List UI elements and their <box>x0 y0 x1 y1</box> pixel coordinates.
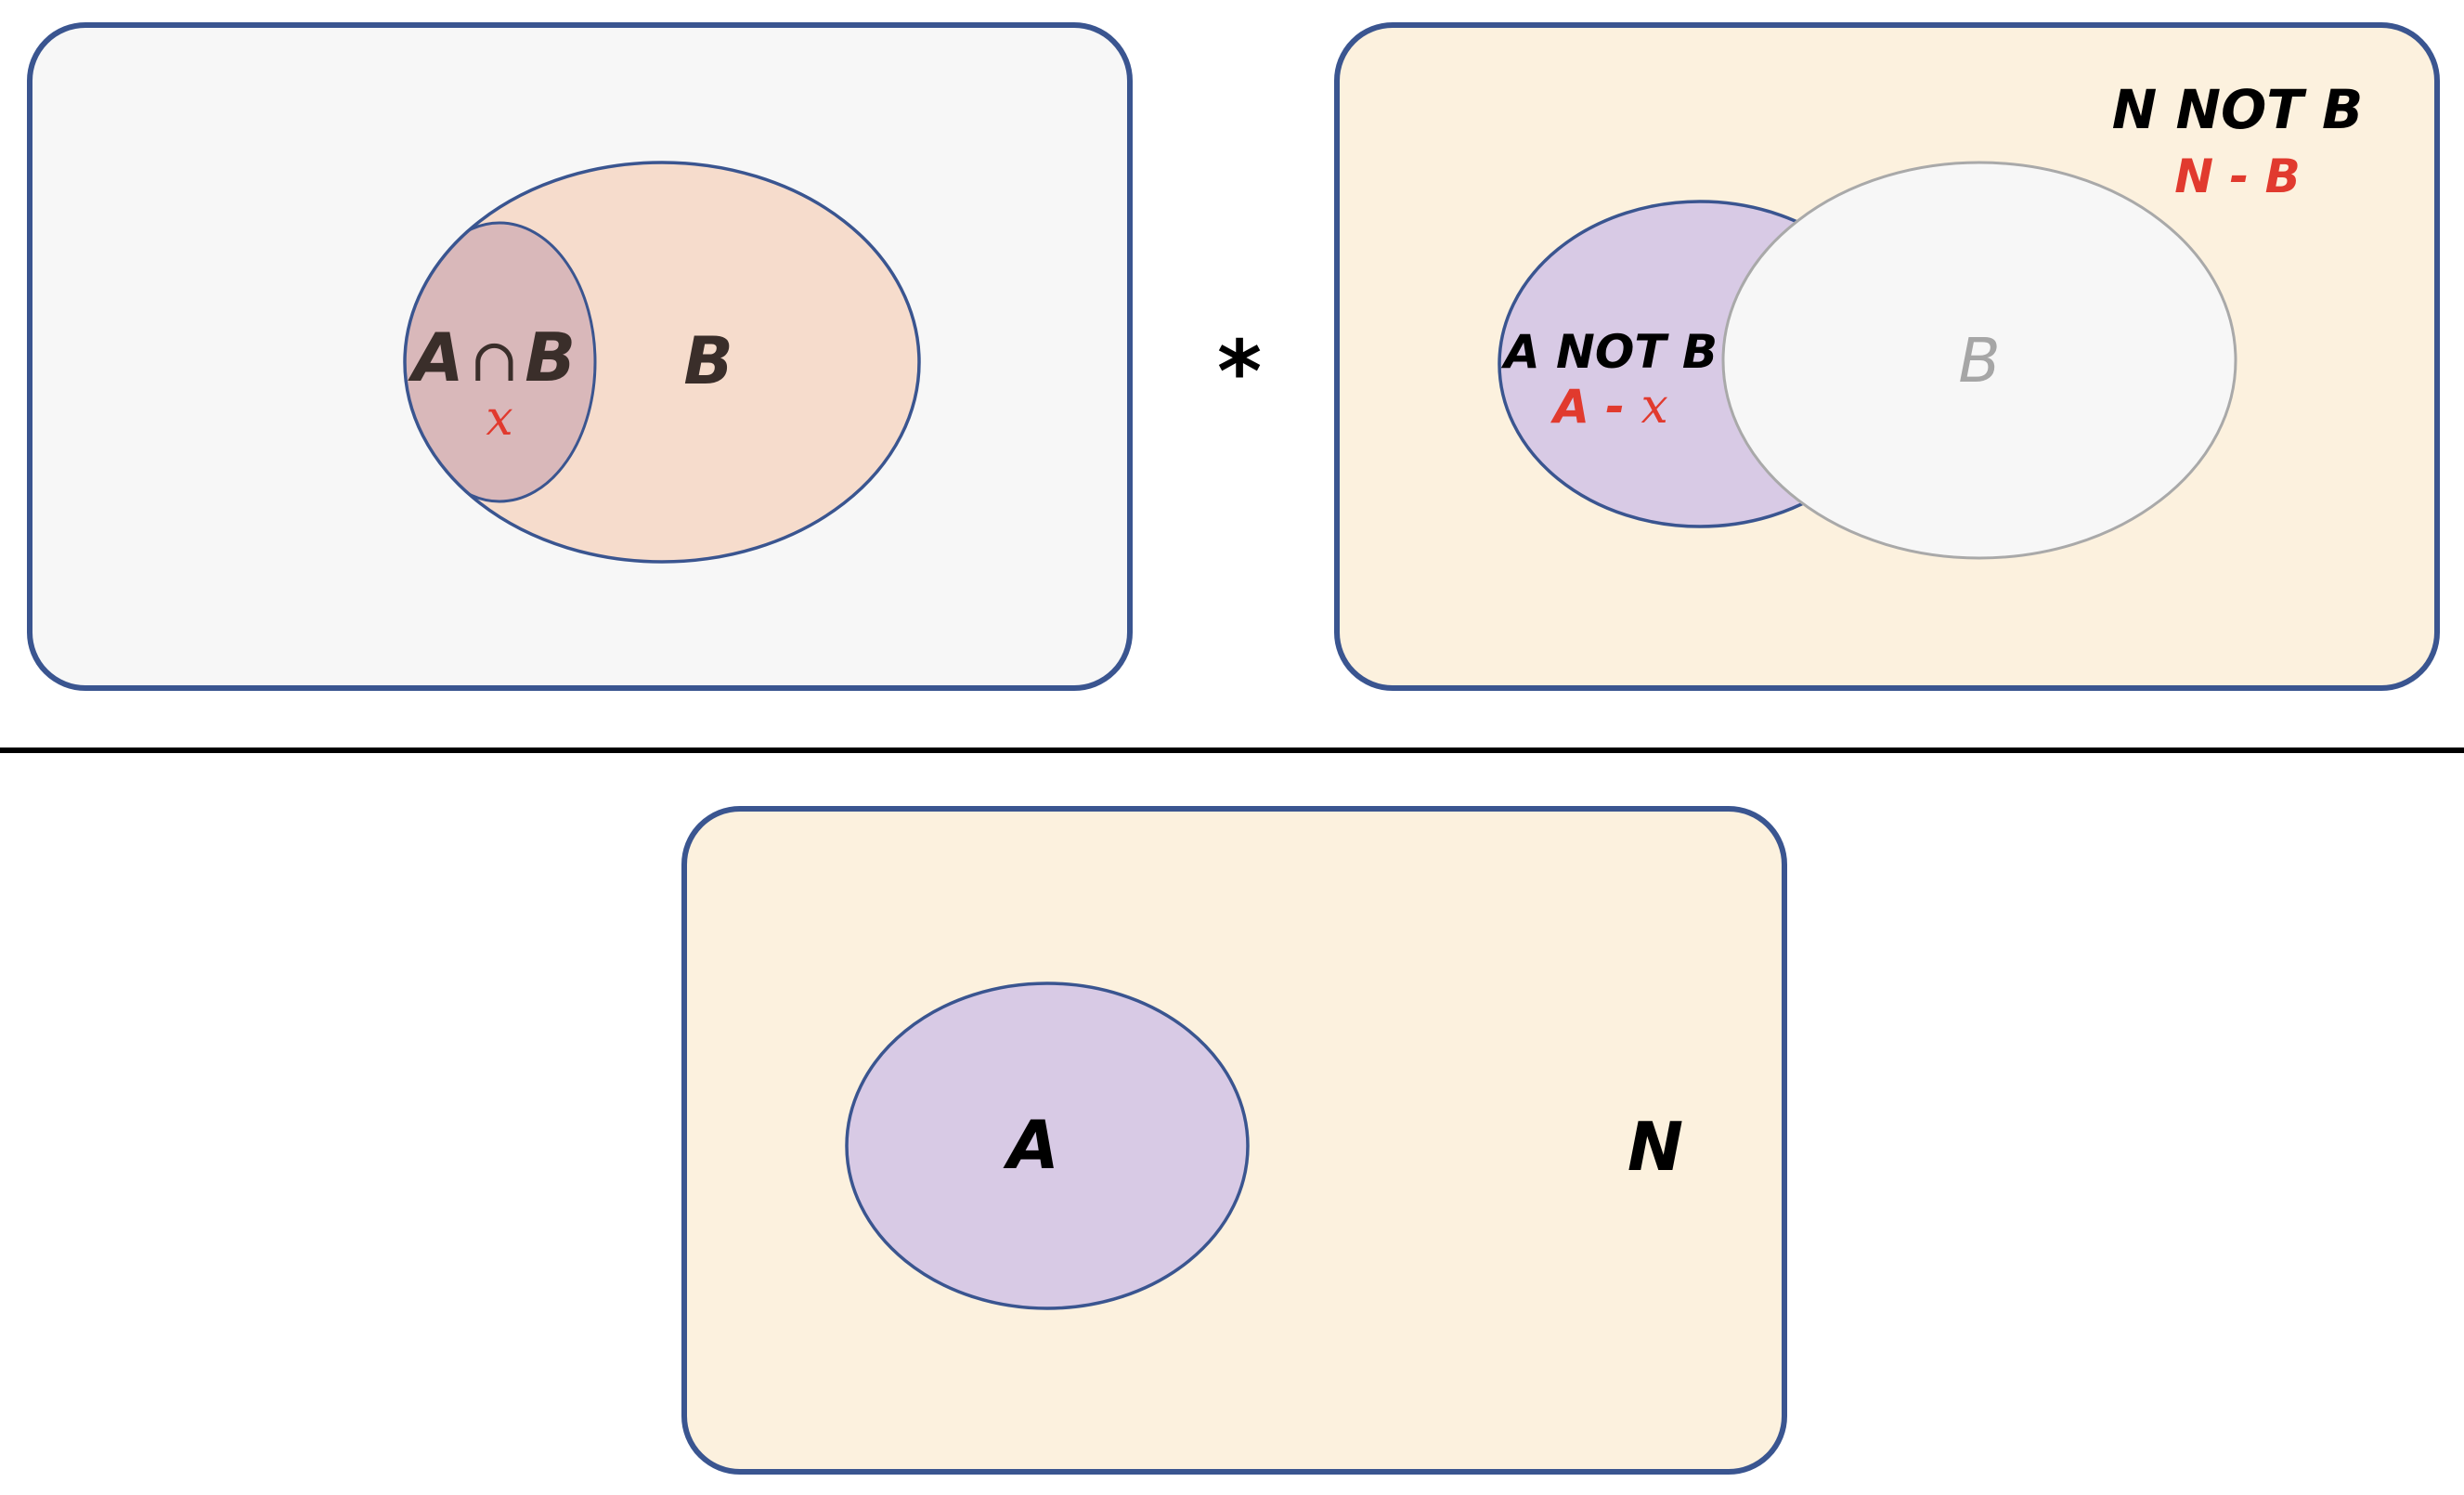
set-a-ellipse <box>845 982 1250 1310</box>
set-a-not-b-label: A NOT B <box>1500 325 1718 379</box>
universe-not-b-label: N NOT B <box>2112 78 2364 141</box>
intersection-region <box>405 223 595 501</box>
intersection-panel: A∩B x B <box>27 22 1133 691</box>
intersection-label-b: B <box>525 318 576 396</box>
intersection-value: x <box>486 391 512 447</box>
result-panel: A N <box>681 806 1787 1475</box>
set-b-label: B <box>683 323 733 399</box>
set-a-not-b-formula: A - x <box>1550 379 1668 435</box>
intersection-label: A∩B <box>408 318 576 396</box>
universe-label: N <box>1628 1108 1683 1186</box>
formula-a: A <box>1550 380 1589 434</box>
set-a-label: A <box>1003 1106 1059 1184</box>
complement-panel: A NOT B A - x B N NOT B N - B <box>1334 22 2440 691</box>
faded-set-b-ellipse <box>1721 161 2237 560</box>
formula-x: x <box>1641 379 1667 435</box>
universe-not-b-formula: N - B <box>2174 150 2301 203</box>
formula-minus: - <box>1589 380 1641 434</box>
set-a-boundary-inside-b <box>405 221 597 503</box>
set-b-outline <box>403 161 921 564</box>
intersection-label-a: A <box>408 318 464 396</box>
cap-symbol: ∩ <box>470 327 520 396</box>
multiply-operator: * <box>1217 322 1262 422</box>
faded-set-b-label: B <box>1958 325 2000 396</box>
